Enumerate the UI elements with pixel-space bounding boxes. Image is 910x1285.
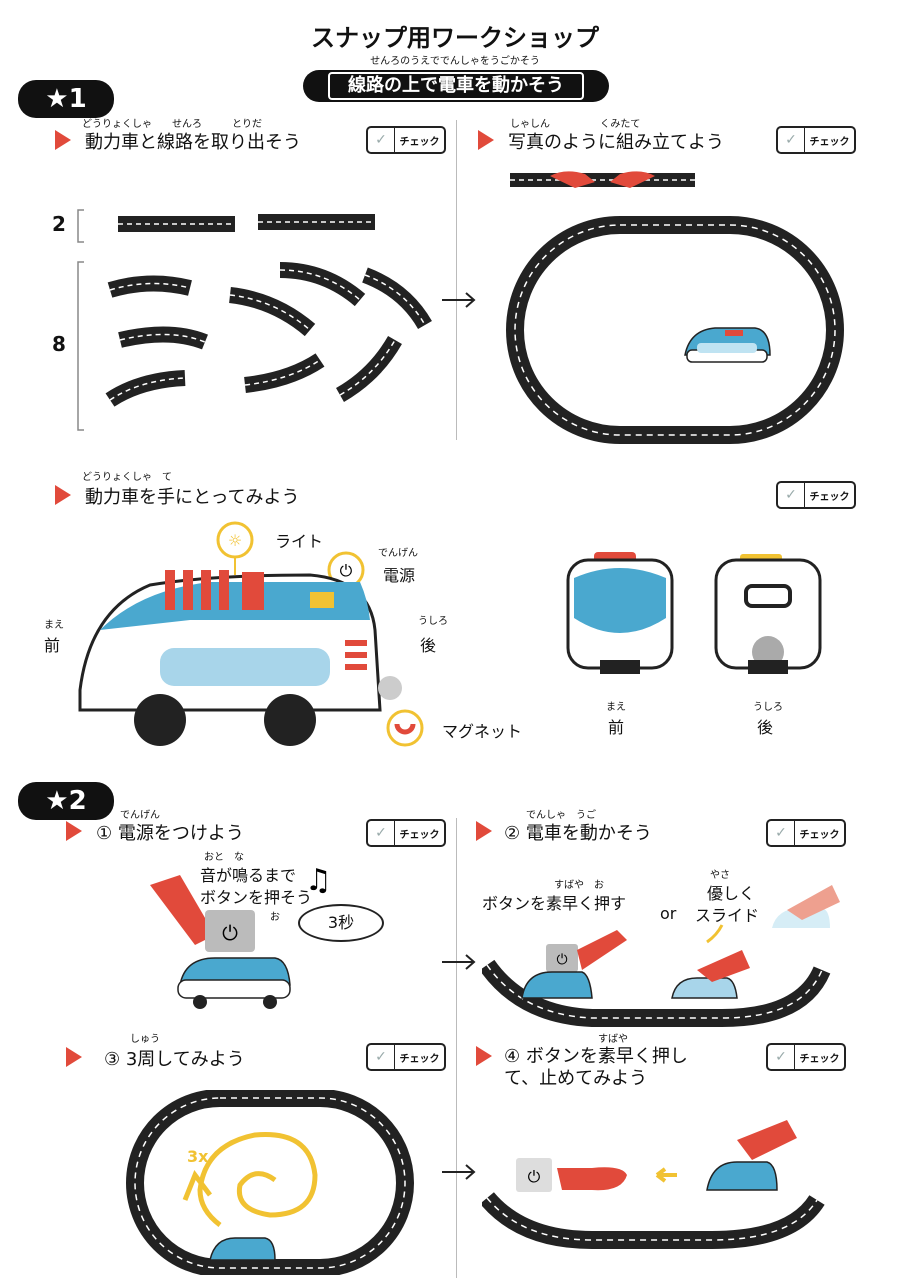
check-label: チェック bbox=[809, 491, 850, 503]
check-button[interactable]: ✓ チェック bbox=[776, 481, 856, 509]
back2-label: 後 bbox=[757, 718, 774, 737]
move-train-illustration: ⏻ bbox=[482, 885, 840, 1027]
step1-hint-ruby2: お bbox=[270, 912, 280, 923]
svg-text:⏻: ⏻ bbox=[556, 952, 567, 968]
play-icon bbox=[55, 130, 71, 150]
divider bbox=[456, 818, 457, 1278]
subtitle-banner: 線路の上で電車を動かそう bbox=[303, 70, 609, 102]
step1-text: ① 電源をつけよう bbox=[96, 823, 244, 844]
check-label: チェック bbox=[399, 136, 440, 148]
svg-text:☼: ☼ bbox=[228, 531, 242, 550]
step2-or: or bbox=[660, 904, 677, 923]
step1-hint-ruby: おと な bbox=[204, 852, 244, 863]
magnet-label: マグネット bbox=[442, 722, 523, 741]
stop-train-illustration: ⏻ bbox=[482, 1120, 825, 1249]
step-b-ruby: しゃしん くみたて bbox=[510, 119, 641, 130]
subtitle-text: 線路の上で電車を動かそう bbox=[328, 72, 584, 100]
step-c-text: 動力車を手にとってみよう bbox=[85, 487, 300, 508]
check-button[interactable]: ✓ チェック bbox=[776, 126, 856, 154]
step2-text: ② 電車を動かそう bbox=[504, 823, 652, 844]
check-label: チェック bbox=[809, 136, 850, 148]
step-a-ruby: どうりょくしゃ せんろ とりだ bbox=[82, 119, 262, 130]
check-label: チェック bbox=[399, 829, 440, 841]
svg-text:⏻: ⏻ bbox=[222, 921, 238, 945]
svg-text:⏻: ⏻ bbox=[528, 1167, 541, 1186]
check-label: チェック bbox=[399, 1053, 440, 1065]
play-icon bbox=[66, 1047, 82, 1067]
check-box: ✓ bbox=[368, 128, 395, 152]
track-pieces-illustration bbox=[77, 209, 432, 431]
power-ruby: でんげん bbox=[378, 548, 418, 559]
step1-hint-line2: ボタンを押そう bbox=[200, 888, 313, 907]
step2-opt2-ruby: やさ bbox=[710, 870, 730, 881]
check-label: チェック bbox=[799, 1053, 840, 1065]
step2-opt2-line2: スライド bbox=[695, 906, 760, 925]
step1-hint-line1: 音が鳴るまで bbox=[200, 866, 297, 885]
step4-line2: て、止めてみよう bbox=[504, 1068, 648, 1089]
divider bbox=[456, 120, 457, 440]
play-icon bbox=[476, 1046, 492, 1066]
step3-text: ③ 3周してみよう bbox=[104, 1049, 245, 1070]
step2-opt1: ボタンを素早く押す bbox=[482, 894, 627, 913]
title-ruby: せんろのうえででんしゃをうごかそう bbox=[370, 56, 540, 67]
svg-text:⏻: ⏻ bbox=[340, 561, 353, 580]
step4-line1: ④ ボタンを素早く押し bbox=[504, 1046, 688, 1067]
front-back-view-illustration bbox=[566, 552, 822, 674]
check-button[interactable]: ✓ チェック bbox=[366, 1043, 446, 1071]
step2-opt1-ruby: すばや お bbox=[554, 880, 604, 891]
check-box: ✓ bbox=[778, 483, 805, 507]
play-icon bbox=[478, 130, 494, 150]
step1-ruby: でんげん bbox=[120, 810, 160, 821]
power-car-illustration: ☼ ⏻ bbox=[78, 521, 402, 746]
check-button[interactable]: ✓ チェック bbox=[366, 819, 446, 847]
arrow-right-icon bbox=[442, 292, 476, 308]
play-icon bbox=[66, 821, 82, 841]
light-label: ライト bbox=[275, 532, 324, 551]
magnet-icon bbox=[386, 709, 424, 747]
check-box: ✓ bbox=[778, 128, 805, 152]
oval-track-illustration bbox=[506, 171, 844, 444]
step4-ruby: すばや bbox=[598, 1034, 628, 1045]
front-ruby: まえ bbox=[44, 620, 64, 631]
back-label: 後 bbox=[420, 636, 437, 655]
front-label: 前 bbox=[44, 636, 61, 655]
check-label: チェック bbox=[799, 829, 840, 841]
svg-text:♫: ♫ bbox=[305, 863, 332, 898]
front2-label: 前 bbox=[608, 718, 625, 737]
step-a-text: 動力車と線路を取り出そう bbox=[85, 132, 301, 153]
step-c-ruby: どうりょくしゃ て bbox=[82, 472, 172, 483]
back2-ruby: うしろ bbox=[753, 702, 783, 713]
check-button[interactable]: ✓ チェック bbox=[766, 1043, 846, 1071]
timer-badge: 3秒 bbox=[298, 904, 384, 942]
check-button[interactable]: ✓ チェック bbox=[766, 819, 846, 847]
check-box: ✓ bbox=[768, 1045, 795, 1069]
check-button[interactable]: ✓ チェック bbox=[366, 126, 446, 154]
play-icon bbox=[476, 821, 492, 841]
play-icon bbox=[55, 485, 71, 505]
press-power-illustration: ♫ ⏻ bbox=[150, 863, 332, 1009]
back-ruby: うしろ bbox=[418, 616, 448, 627]
section-2-badge: ★2 bbox=[18, 782, 114, 820]
step2-opt2-line1: 優しく bbox=[707, 884, 756, 903]
three-laps-illustration: 3x bbox=[126, 1090, 414, 1275]
straight-count: 2 bbox=[52, 212, 66, 236]
laps-count: 3x bbox=[187, 1147, 209, 1166]
check-box: ✓ bbox=[768, 821, 795, 845]
page-title: スナップ用ワークショップ bbox=[311, 24, 599, 52]
check-box: ✓ bbox=[368, 1045, 395, 1069]
check-box: ✓ bbox=[368, 821, 395, 845]
curve-count: 8 bbox=[52, 332, 66, 356]
step-b-text: 写真のように組み立てよう bbox=[508, 132, 724, 153]
arrow-right-icon bbox=[442, 954, 476, 970]
arrow-right-icon bbox=[442, 1164, 476, 1180]
power-label: 電源 bbox=[383, 566, 416, 585]
section-1-badge: ★1 bbox=[18, 80, 114, 118]
step2-ruby: でんしゃ うご bbox=[526, 810, 596, 821]
step3-ruby: しゅう bbox=[130, 1034, 160, 1045]
front2-ruby: まえ bbox=[606, 702, 626, 713]
